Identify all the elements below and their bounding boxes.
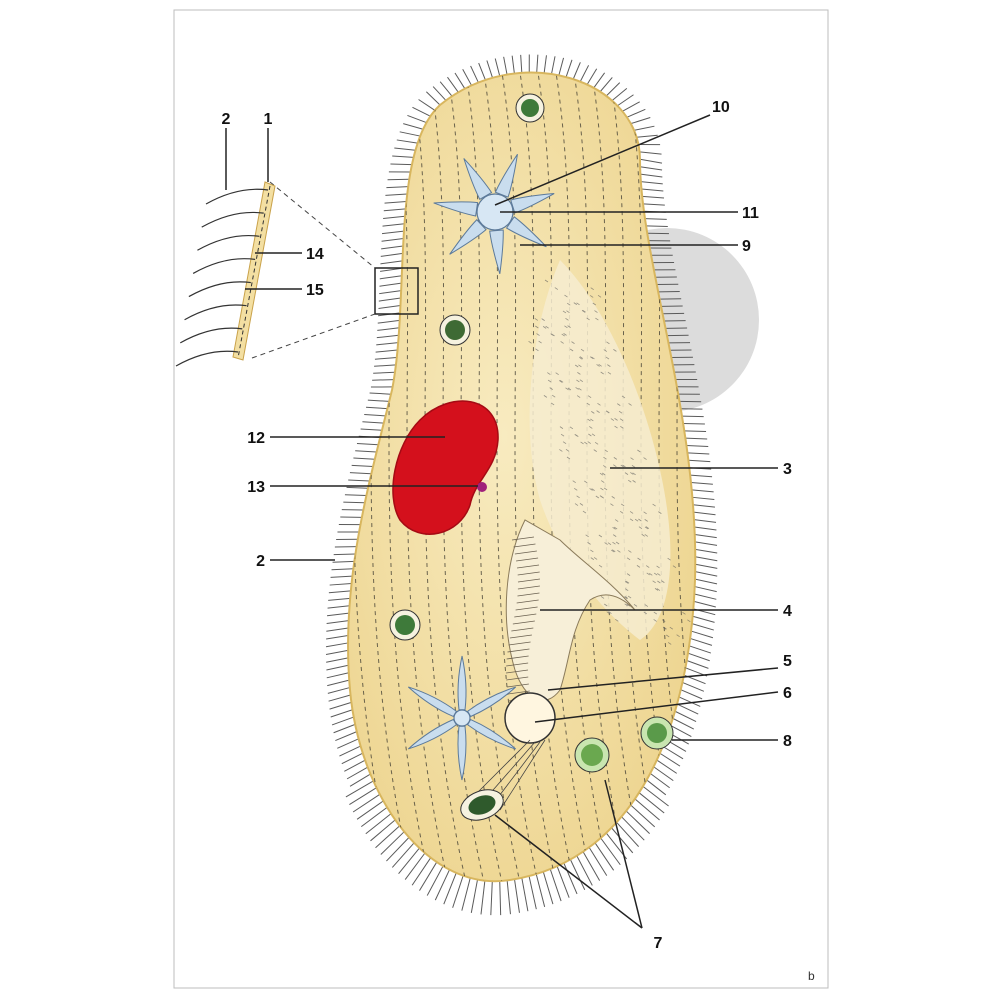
food-vacuole	[515, 93, 545, 123]
label-13: 13	[247, 479, 265, 496]
zoom-line-bottom	[251, 313, 376, 359]
label-15: 15	[306, 282, 324, 299]
label-11: 11	[742, 205, 759, 222]
label-5: 5	[783, 653, 792, 670]
label-1: 1	[264, 111, 273, 128]
label-8: 8	[783, 733, 792, 750]
food-vacuole	[574, 737, 610, 773]
micronucleus	[477, 482, 487, 492]
food-vacuoles	[389, 93, 674, 821]
food-vacuole	[640, 716, 674, 750]
cell-body	[347, 71, 697, 883]
macronucleus	[392, 400, 499, 535]
label-4: 4	[783, 603, 792, 620]
cytoproct-fibers	[469, 739, 546, 811]
label-2: 2	[256, 553, 265, 570]
forming-food-vacuole	[504, 692, 556, 744]
label-12: 12	[247, 430, 265, 447]
label-3: 3	[783, 461, 792, 478]
food-vacuole	[460, 789, 504, 821]
magnified-region-box	[374, 267, 419, 315]
food-vacuole	[389, 609, 421, 641]
zoom-line-top	[269, 181, 376, 269]
food-vacuole	[439, 314, 471, 346]
corner-mark: b	[808, 969, 815, 983]
contractile-vacuole-posterior	[407, 655, 517, 781]
label-10: 10	[712, 99, 730, 116]
leader-lines	[225, 114, 779, 929]
label-14: 14	[306, 246, 324, 263]
label-7: 7	[654, 935, 663, 952]
label-2-inset: 2	[222, 111, 231, 128]
contractile-vacuole-anterior	[433, 153, 555, 274]
gullet-stripes	[505, 536, 541, 702]
label-9: 9	[742, 238, 751, 255]
inset-pellicle-detail	[175, 181, 276, 367]
label-6: 6	[783, 685, 792, 702]
